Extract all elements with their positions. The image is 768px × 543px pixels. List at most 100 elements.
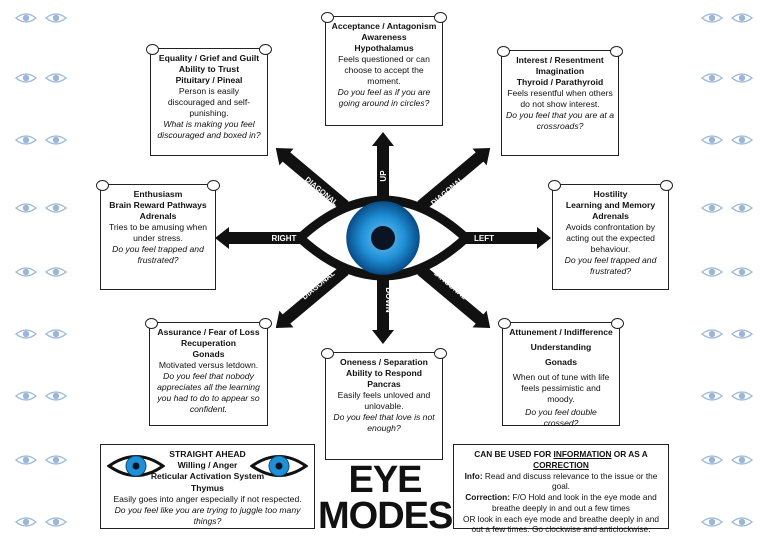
card-lower-left-description: Motivated versus letdown. (158, 360, 259, 370)
scroll-curl-icon (434, 12, 447, 23)
scroll-curl-icon (207, 180, 220, 191)
straight-ahead-eye-left-icon (107, 455, 165, 477)
usage-heading: CAN BE USED FOR INFORMATION OR AS A CORR… (459, 449, 663, 471)
card-left-title: Enthusiasm (133, 189, 183, 199)
usage-info: Info: Read and discuss relevance to the … (459, 471, 663, 493)
usage-info-label: Info: (464, 470, 483, 481)
side-eye-icon (44, 329, 68, 339)
side-eye-icon (730, 329, 754, 339)
usage-correction: Correction: F/O Hold and look in the eye… (459, 492, 663, 514)
side-eye-icon (14, 73, 38, 83)
side-eye-icon (14, 455, 38, 465)
card-up-description: Feels questioned or can choose to accept… (338, 54, 430, 86)
side-eye-icon (44, 203, 68, 213)
card-right-title: Hostility (593, 189, 628, 199)
card-lower-left: Assurance / Fear of Loss Recuperation Go… (145, 318, 272, 426)
side-eye-icon (700, 455, 724, 465)
card-upper-left-description: Person is easily discouraged and self-pu… (167, 86, 251, 118)
scroll-curl-icon (498, 318, 511, 329)
card-up-gland: Hypothalamus (354, 43, 414, 53)
card-upper-right-quality: Imagination (535, 66, 585, 76)
usage-correction-label: Correction: (465, 492, 511, 503)
arrow-label-down: DOWN (384, 287, 393, 313)
arrow-right-side (215, 227, 303, 249)
arrow-diag-ul (275, 148, 349, 211)
usage-info-text: Read and discuss relevance to the issue … (482, 470, 658, 492)
card-lower-right-gland: Gonads (545, 357, 577, 367)
arrow-label-right: RIGHT (272, 234, 297, 243)
scroll-curl-icon (611, 318, 624, 329)
scroll-curl-icon (434, 348, 447, 359)
scroll-curl-icon (145, 318, 158, 329)
arrow-diag-lr (417, 265, 491, 328)
side-eye-icon (730, 135, 754, 145)
card-up-quality: Awareness (361, 32, 407, 42)
side-eye-icon (44, 517, 68, 527)
side-eye-icon (700, 73, 724, 83)
card-up-question: Do you feel as if you are going around i… (337, 87, 431, 108)
scroll-curl-icon (321, 348, 334, 359)
card-lower-right-quality: Understanding (530, 342, 592, 352)
side-eye-icon (44, 391, 68, 401)
side-eye-icon (700, 329, 724, 339)
side-eye-icon (700, 203, 724, 213)
card-down-quality: Ability to Respond (346, 368, 422, 378)
card-right: Hostility Learning and Memory Adrenals A… (548, 180, 673, 290)
arrow-label-up: UP (379, 170, 388, 182)
side-eye-icon (700, 517, 724, 527)
usage-or: OR look in each eye mode and breathe dee… (462, 513, 660, 535)
card-upper-left-title: Equality / Grief and Guilt (158, 53, 260, 63)
card-lower-right-title: Attunement / Indifference (509, 327, 613, 337)
card-upper-right-description: Feels resentful when others do not show … (507, 88, 613, 109)
page-title-line2: MODES (318, 495, 453, 537)
side-eye-icon (730, 391, 754, 401)
card-lower-left-question: Do you feel that nobody appreciates all … (157, 371, 260, 414)
arrow-up (372, 132, 394, 202)
card-right-quality: Learning and Memory (565, 200, 656, 210)
usage-heading-info: INFORMATION (553, 449, 612, 459)
card-down-description: Easily feels unloved and unlovable. (337, 390, 431, 411)
card-lower-left-title: Assurance / Fear of Loss (157, 327, 260, 337)
page-title: EYE MODES (318, 461, 453, 537)
card-left: Enthusiasm Brain Reward Pathways Adrenal… (96, 180, 220, 290)
card-lower-left-quality: Recuperation (181, 338, 236, 348)
card-left-quality: Brain Reward Pathways (109, 200, 207, 210)
usage-heading-pre: CAN BE USED FOR (474, 449, 554, 459)
scroll-curl-icon (96, 180, 109, 191)
card-right-description: Avoids confrontation by acting out the e… (565, 222, 656, 254)
card-down: Oneness / Separation Ability to Respond … (321, 348, 447, 460)
straight-ahead-system: Reticular Activation System (150, 471, 265, 482)
side-eye-icon (44, 455, 68, 465)
side-eye-icon (730, 267, 754, 277)
usage-box: CAN BE USED FOR INFORMATION OR AS A CORR… (453, 444, 669, 534)
card-upper-right-question: Do you feel that you are at a crossroads… (506, 110, 614, 131)
card-down-gland: Pancras (367, 379, 401, 389)
usage-correction-text: F/O Hold and look in the eye mode and br… (492, 492, 657, 513)
side-eye-icon (700, 135, 724, 145)
card-upper-right: Interest / Resentment Imagination Thyroi… (497, 46, 623, 156)
usage-heading-mid: OR AS A (611, 449, 648, 459)
card-right-question: Do you feel trapped and frustrated? (564, 255, 657, 276)
card-upper-left-question: What is making you feel discouraged and … (157, 119, 261, 140)
side-eye-icon (700, 13, 724, 23)
side-eye-icon (44, 73, 68, 83)
card-lower-right: Attunement / Indifference Understanding … (498, 318, 624, 428)
card-up: Acceptance / Antagonism Awareness Hypoth… (321, 12, 447, 126)
card-upper-left-quality: Ability to Trust (178, 64, 240, 74)
side-eye-icon (44, 267, 68, 277)
central-eye (293, 195, 473, 281)
side-eye-icon (14, 391, 38, 401)
usage-heading-correction: CORRECTION (533, 459, 589, 470)
side-eye-icon (700, 267, 724, 277)
side-eye-icon (14, 135, 38, 145)
card-down-title: Oneness / Separation (340, 357, 428, 367)
card-up-title: Acceptance / Antagonism (331, 21, 437, 31)
side-eye-icon (14, 203, 38, 213)
straight-ahead-box: STRAIGHT AHEAD Willing / Anger Reticular… (100, 444, 315, 529)
scroll-curl-icon (259, 44, 272, 55)
side-eye-icon (14, 13, 38, 23)
straight-ahead-description: Easily goes into anger especially if not… (113, 493, 302, 504)
arrow-label-left: LEFT (474, 234, 494, 243)
straight-ahead-question: Do you feel like you are trying to juggl… (114, 504, 301, 527)
